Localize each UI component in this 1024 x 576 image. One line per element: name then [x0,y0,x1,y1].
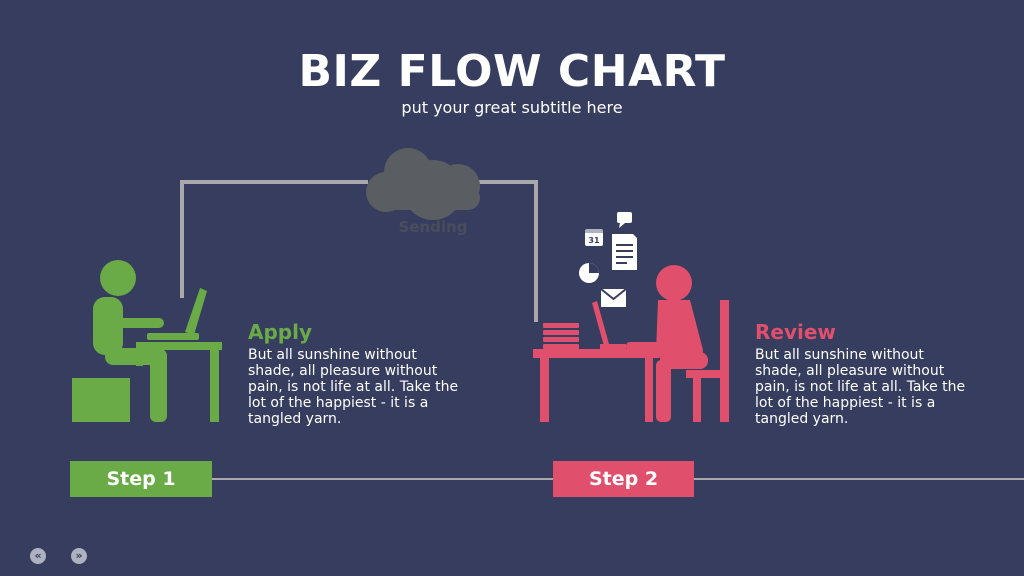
page-title: BIZ FLOW CHART [298,46,726,97]
step-1-heading: Apply [248,320,313,344]
step-1-label: Step 1 [70,461,212,497]
step-2-description: But all sunshine without shade, all plea… [755,347,966,427]
previous-icon[interactable]: « [30,548,46,564]
cloud-icon [366,148,480,220]
cloud-label: Sending [399,218,468,236]
step-2-label: Step 2 [553,461,694,497]
connector-line [180,180,368,298]
chat-bubble-icon [617,212,632,228]
step-2-heading: Review [755,320,836,344]
calendar-day: 31 [588,236,600,245]
person-at-desk-icon [533,265,729,422]
calendar-icon: 31 [585,229,603,246]
step-1-description: But all sunshine without shade, all plea… [248,347,459,427]
person-at-laptop-icon [72,260,222,422]
pie-chart-icon [579,263,599,283]
envelope-icon [600,288,627,307]
page-subtitle: put your great subtitle here [401,98,623,117]
connector-line-right [478,180,538,322]
document-icon [612,234,637,270]
next-icon[interactable]: » [71,548,87,564]
